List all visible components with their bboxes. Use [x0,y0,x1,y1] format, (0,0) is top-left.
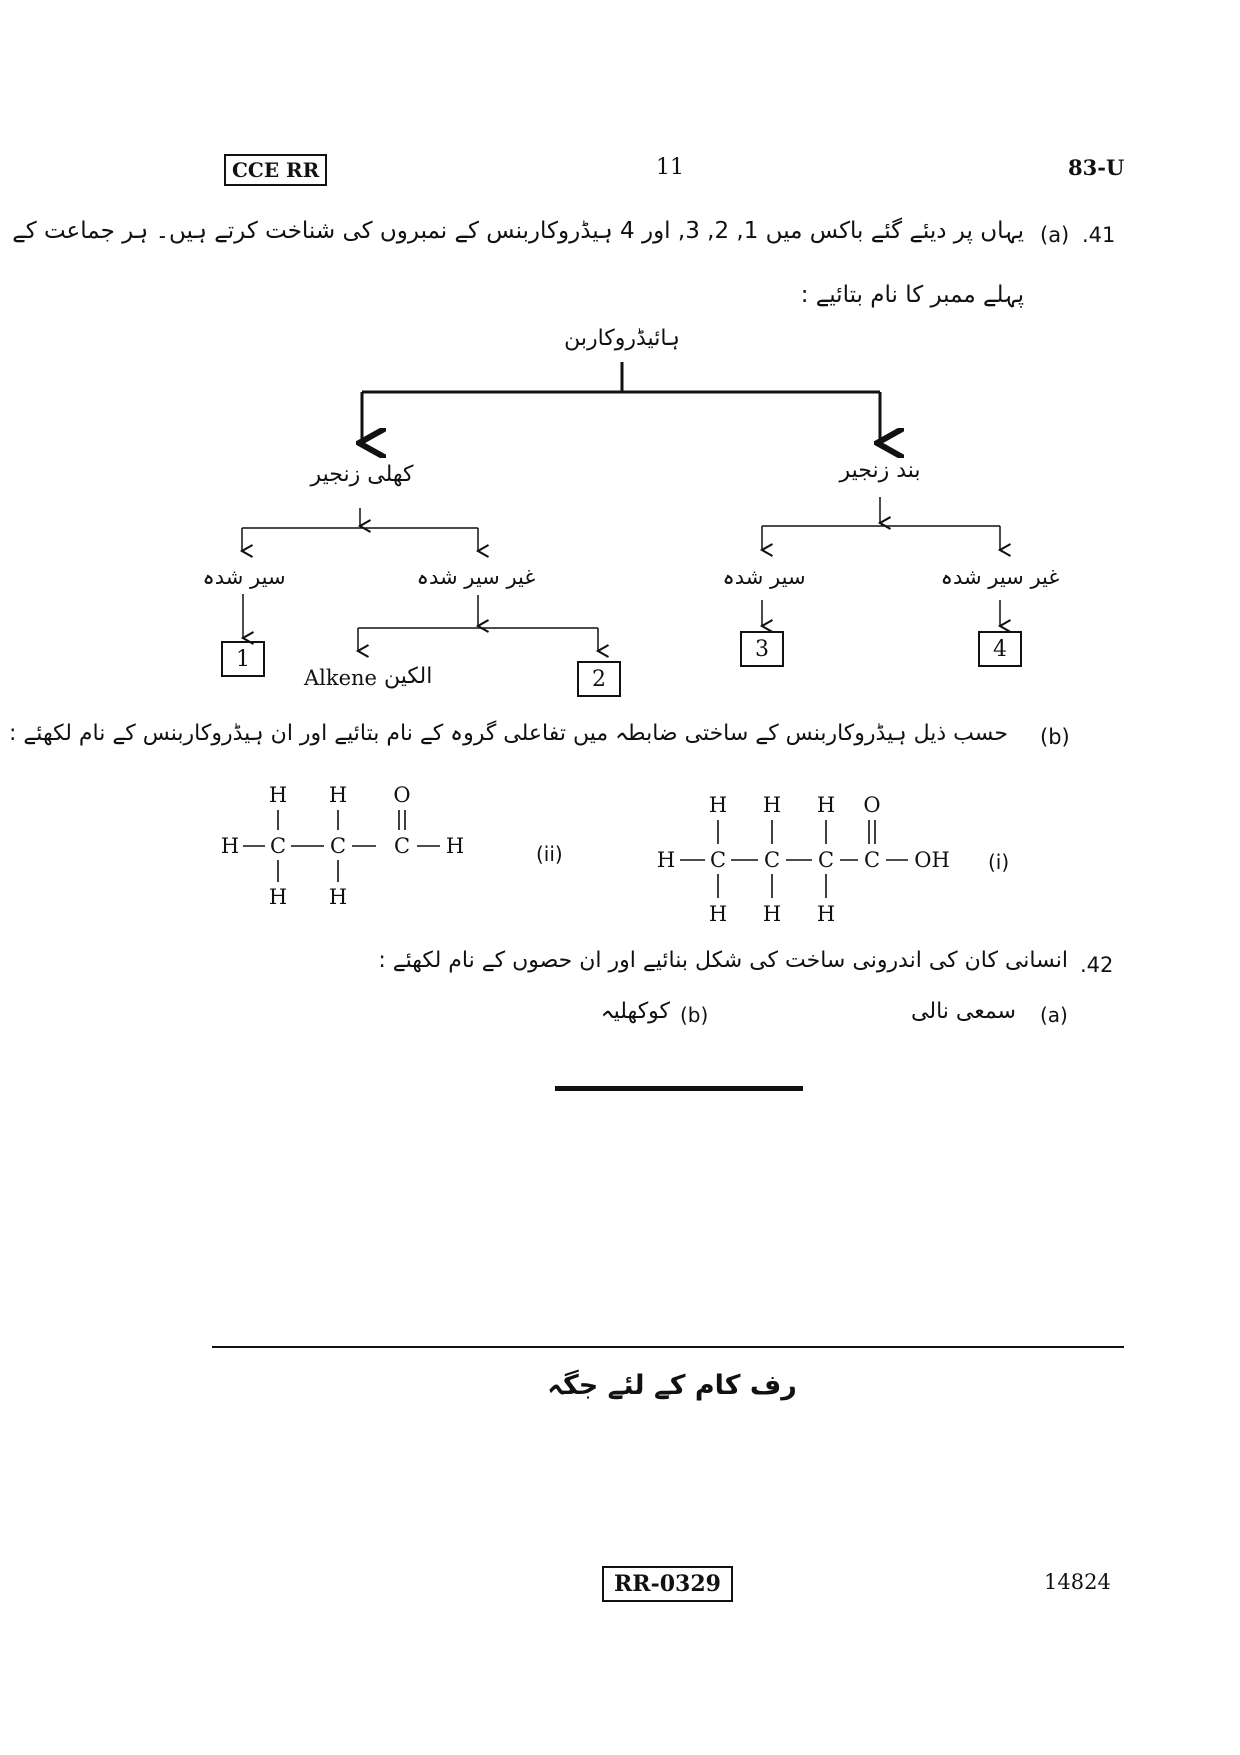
svg-text:OH: OH [914,848,950,872]
svg-text:H: H [269,885,287,909]
svg-text:H: H [763,793,781,817]
tree-unsaturated-left-label: غیر سیر شدہ [416,565,536,589]
q41-part-a-line2: پہلے ممبر کا نام بتائیے : [800,282,1024,308]
svg-text:H: H [657,848,675,872]
structure-i-label: (i) [988,850,1010,874]
svg-text:C: C [270,834,286,858]
q42-part-b-label: (b) [680,1003,709,1027]
q41-part-a-label: (a) [1040,223,1070,247]
tree-box-1: 1 [221,641,265,677]
header-left-code: CCE RR [224,154,328,186]
q41-number: .41 [1082,223,1116,247]
page-number: 11 [656,155,684,180]
svg-text:H: H [763,902,781,926]
structure-ii-label: (ii) [536,842,563,866]
tree-closed-chain-label: بند زنجیر [839,458,921,483]
svg-text:H: H [446,834,464,858]
header-right-code: 83-U [1068,155,1125,180]
svg-text:H: H [709,793,727,817]
rough-work-heading: رف کام کے لئے جگہ [547,1370,797,1401]
q42-text: انسانی کان کی اندرونی ساخت کی شکل بنائیے… [378,948,1068,973]
tree-box-2: 2 [577,661,621,697]
svg-text:O: O [393,783,410,807]
q42-part-a-label: (a) [1040,1003,1068,1027]
q41-part-b-label: (b) [1040,725,1070,749]
svg-text:H: H [817,793,835,817]
svg-text:H: H [221,834,239,858]
tree-alkene-ur: الکین [384,664,433,689]
q41-part-a-line1: یہاں پر دیئے گئے باکس میں 1, 2, 3, اور 4… [12,218,1024,244]
q42-number: .42 [1080,953,1114,977]
tree-saturated-right-label: سیر شدہ [722,565,806,589]
footer-number: 14824 [1044,1570,1111,1594]
footer-code: RR-0329 [602,1566,733,1602]
tree-box-4: 4 [978,631,1022,667]
svg-text:H: H [329,783,347,807]
svg-text:H: H [269,783,287,807]
svg-text:H: H [329,885,347,909]
svg-text:H: H [709,902,727,926]
svg-text:O: O [863,793,880,817]
structure-ii-propanal: H H O H C C C H H H [221,783,464,909]
svg-text:C: C [394,834,410,858]
q42-part-b-text: کوکھلیہ [600,999,670,1024]
tree-unsaturated-right-label: غیر سیر شدہ [940,565,1060,589]
tree-box-3: 3 [740,631,784,667]
q41-part-b-text: حسب ذیل ہیڈروکاربنس کے ساختی ضابطہ میں ت… [9,721,1008,746]
svg-text:C: C [764,848,780,872]
svg-text:C: C [710,848,726,872]
svg-text:C: C [818,848,834,872]
tree-saturated-left-label: سیر شدہ [202,565,286,589]
q42-part-a-text: سمعی نالی [911,999,1016,1024]
tree-alkene-en: Alkene [304,666,377,690]
structure-i-butanoic-acid: H H H O H C C C C OH H H H [657,793,950,926]
tree-open-chain-label: کھلی زنجیر [310,462,414,487]
svg-text:H: H [817,902,835,926]
svg-text:C: C [330,834,346,858]
tree-root-label: ہائیڈروکاربن [564,326,680,351]
rough-work-divider [212,1346,1124,1348]
svg-text:C: C [864,848,880,872]
end-of-questions-rule [555,1086,803,1091]
